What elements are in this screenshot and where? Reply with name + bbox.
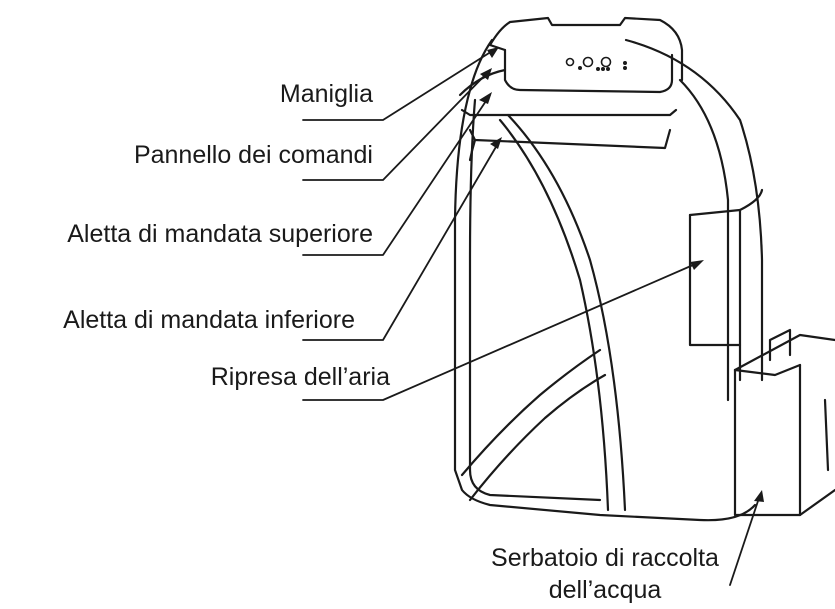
label-lower-flap: Aletta di mandata inferiore bbox=[63, 306, 355, 334]
leader-control-panel bbox=[302, 69, 491, 181]
arrow-air-intake bbox=[690, 260, 704, 270]
label-control-panel: Pannello dei comandi bbox=[133, 141, 373, 169]
arrow-upper-flap bbox=[479, 92, 492, 104]
appliance-body bbox=[453, 38, 764, 522]
label-handle: Maniglia bbox=[279, 80, 373, 108]
arrow-handle bbox=[487, 47, 499, 58]
leader-handle bbox=[302, 47, 498, 121]
leader-air-intake bbox=[302, 261, 701, 401]
leader-lines bbox=[302, 47, 761, 586]
label-tank-line1: Serbatoio di raccolta bbox=[491, 544, 719, 572]
arrow-control-panel bbox=[480, 68, 492, 80]
leader-upper-flap bbox=[302, 94, 491, 256]
label-air-intake: Ripresa dell’aria bbox=[210, 363, 390, 391]
label-tank-line2: dell’acqua bbox=[548, 576, 662, 604]
handle-outline bbox=[488, 16, 684, 94]
leader-tank bbox=[729, 494, 761, 586]
control-panel-buttons bbox=[565, 56, 627, 72]
arrow-tank bbox=[754, 490, 764, 502]
arrow-lower-flap bbox=[490, 137, 502, 149]
arrowheads bbox=[479, 47, 764, 502]
leader-lower-flap bbox=[302, 139, 501, 341]
label-upper-flap: Aletta di mandata superiore bbox=[67, 220, 373, 248]
water-tank bbox=[733, 328, 835, 517]
